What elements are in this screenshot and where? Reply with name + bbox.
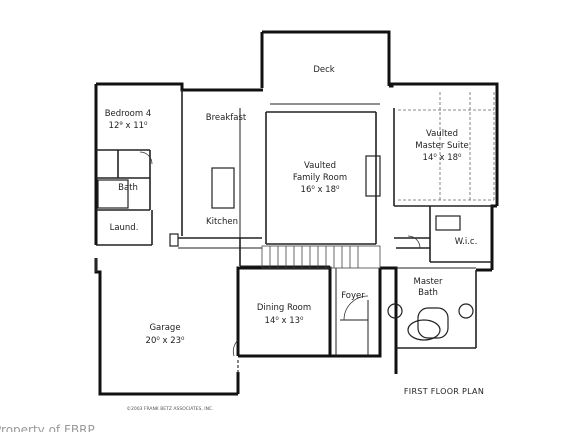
- label-breakfast: Breakfast: [206, 113, 247, 123]
- label-family-1: Vaulted: [304, 161, 336, 171]
- master-bath-tub-oval: [407, 319, 441, 341]
- master-tub: [417, 307, 449, 339]
- kitchen-island: [211, 167, 235, 209]
- master-bath-vanity-right: [458, 303, 474, 319]
- door-swings: [139, 151, 421, 357]
- label-masterbath-2: Bath: [418, 288, 438, 298]
- fixtures: [97, 155, 474, 341]
- room-labels: Deck Bedroom 4 12⁹ x 11⁰ Breakfast Kitch…: [105, 65, 478, 346]
- label-wic: W.i.c.: [455, 237, 478, 247]
- label-dining-dim: 14⁰ x 13⁰: [265, 316, 304, 326]
- label-foyer: Foyer: [341, 291, 365, 301]
- label-garage-dim: 20⁰ x 23⁰: [146, 336, 185, 346]
- label-master-dim: 14⁰ x 18⁰: [423, 153, 462, 163]
- label-garage: Garage: [149, 323, 180, 333]
- watermark: Property of FBRP: [0, 423, 95, 432]
- label-master-2: Master Suite: [415, 141, 468, 151]
- interior-walls: [96, 90, 492, 356]
- label-bath: Bath: [118, 183, 138, 193]
- label-kitchen: Kitchen: [206, 217, 238, 227]
- fireplace: [365, 155, 381, 197]
- label-bedroom4: Bedroom 4: [105, 109, 152, 119]
- label-master-1: Vaulted: [426, 129, 458, 139]
- copyright: ©2003 FRANK BETZ ASSOCIATES, INC.: [126, 405, 213, 412]
- stair-hatching: [261, 245, 381, 269]
- label-family-dim: 16⁰ x 18⁰: [301, 185, 340, 195]
- plan-title: FIRST FLOOR PLAN: [404, 387, 484, 396]
- pantry-door: [169, 233, 179, 247]
- label-masterbath-1: Master: [413, 277, 443, 287]
- label-deck: Deck: [313, 65, 334, 75]
- master-bath-vanity-left: [387, 303, 403, 319]
- label-family-2: Family Room: [293, 173, 347, 183]
- label-bedroom4-dim: 12⁹ x 11⁰: [109, 121, 148, 131]
- master-ceiling-grid: [398, 92, 495, 202]
- garage-door: [95, 258, 239, 374]
- bath-tub: [97, 179, 129, 209]
- label-laundry: Laund.: [110, 223, 139, 233]
- label-dining: Dining Room: [257, 303, 311, 313]
- wic-shelf: [435, 215, 461, 231]
